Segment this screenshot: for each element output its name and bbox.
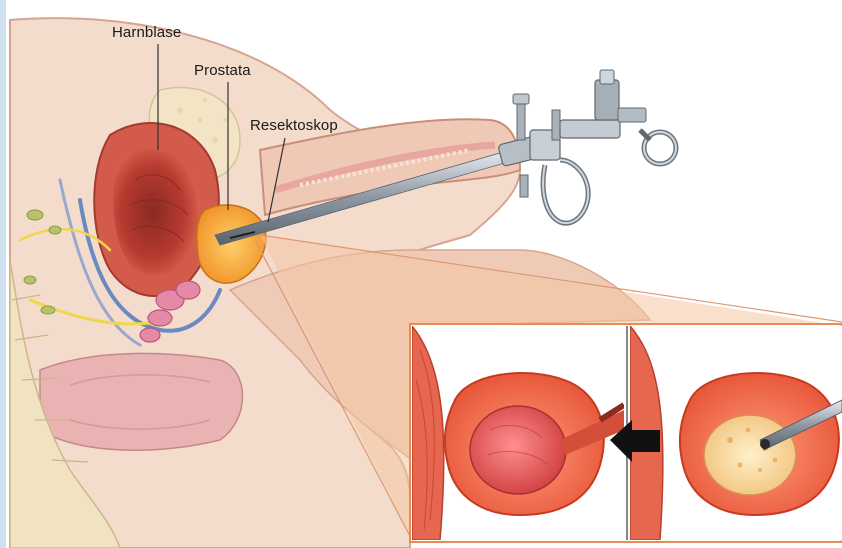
- resectoscope-label: Resektoskop: [250, 117, 338, 134]
- inset-after: [630, 326, 842, 540]
- prostate-label: Prostata: [194, 62, 251, 79]
- rectum: [40, 353, 243, 450]
- bladder-label: Harnblase: [112, 24, 181, 41]
- inset-before: [412, 326, 624, 540]
